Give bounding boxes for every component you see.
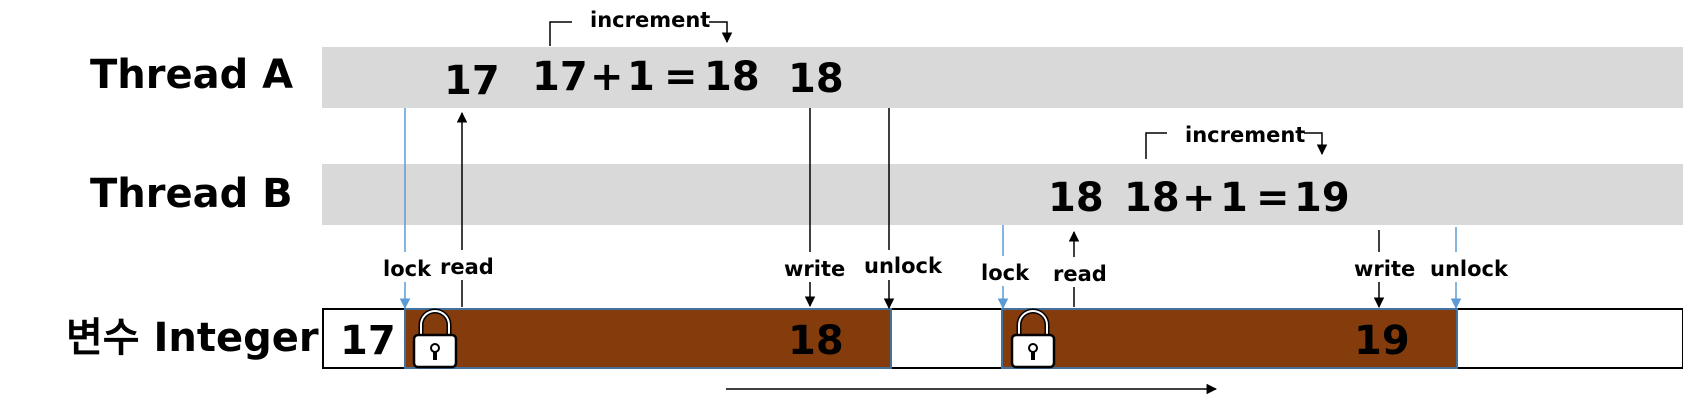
thread-a-expr-one: 1: [627, 54, 655, 100]
thread-a-label: Thread A: [90, 52, 293, 98]
thread-b-expr-one: 1: [1220, 175, 1248, 221]
read-label-b: read: [1053, 262, 1107, 286]
padlock-icon: [1010, 308, 1056, 369]
thread-a-expr-plus: +: [590, 54, 624, 100]
variable-locked-value-1: 18: [788, 318, 844, 364]
unlock-label-b: unlock: [1430, 257, 1509, 281]
thread-a-expr-result: 18: [704, 54, 760, 100]
thread-a-read-value: 17: [444, 58, 500, 104]
write-label-a: write: [784, 257, 845, 281]
thread-a-expr-left: 17: [532, 54, 588, 100]
thread-a-expr-equals: =: [664, 54, 698, 100]
write-label-b: write: [1354, 257, 1415, 281]
thread-a-increment-label: increment: [590, 8, 710, 32]
thread-b-expr-plus: +: [1182, 175, 1216, 221]
lock-label-a: lock: [383, 257, 432, 281]
variable-initial-value: 17: [340, 318, 396, 364]
thread-a-increment-arrow: [709, 21, 733, 44]
variable-locked-value-2: 19: [1354, 318, 1410, 364]
locked-segment-2: [1001, 308, 1458, 369]
unlock-label-a: unlock: [864, 254, 943, 278]
thread-b-increment-label: increment: [1185, 123, 1305, 147]
thread-a-bar: [322, 47, 1683, 108]
thread-b-bar: [322, 164, 1683, 225]
thread-b-increment-arrow: [1304, 132, 1328, 156]
thread-b-read-value: 18: [1048, 175, 1104, 221]
thread-a-increment-bracket: [549, 21, 572, 46]
thread-b-increment-bracket: [1145, 132, 1167, 159]
thread-b-expr-result: 19: [1294, 175, 1350, 221]
thread-b-label: Thread B: [90, 171, 293, 217]
locked-segment-1: [404, 308, 892, 369]
padlock-icon: [412, 308, 458, 369]
read-label-a: read: [440, 255, 494, 279]
thread-b-expr-left: 18: [1124, 175, 1180, 221]
variable-label: 변수 Integer: [66, 315, 319, 361]
thread-a-write-value: 18: [788, 56, 844, 102]
lock-label-b: lock: [981, 261, 1030, 285]
thread-b-expr-equals: =: [1256, 175, 1290, 221]
